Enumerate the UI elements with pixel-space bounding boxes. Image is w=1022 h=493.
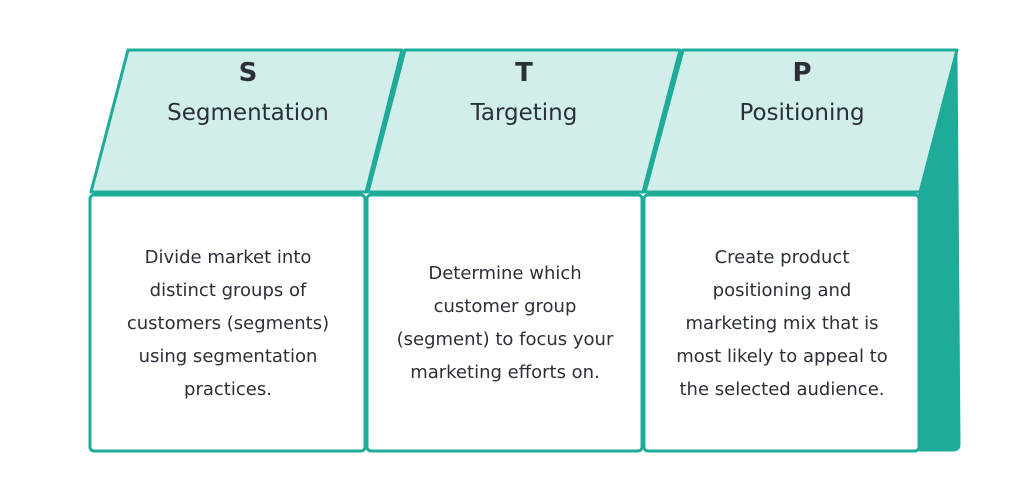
header-shape-p	[643, 48, 959, 194]
targeting-description: Determine which customer group (segment)…	[396, 263, 614, 383]
positioning-description-box: Create product positioning and marketing…	[669, 196, 895, 450]
targeting-description-box: Determine which customer group (segment)…	[395, 196, 615, 450]
segmentation-letter: S	[238, 58, 258, 88]
segmentation-title: Segmentation	[167, 100, 329, 126]
segmentation-description: Divide market into distinct groups of cu…	[126, 246, 330, 400]
targeting-letter: T	[515, 58, 533, 88]
header-shape-t	[366, 48, 682, 194]
positioning-header: P Positioning	[677, 58, 927, 128]
segmentation-description-box: Divide market into distinct groups of cu…	[118, 196, 338, 450]
positioning-letter: P	[792, 58, 812, 88]
targeting-header: T Targeting	[399, 58, 649, 128]
header-shape-s	[89, 48, 404, 194]
segmentation-header: S Segmentation	[123, 58, 373, 128]
targeting-title: Targeting	[470, 100, 578, 126]
body-box-p	[642, 193, 921, 453]
positioning-title: Positioning	[739, 100, 865, 126]
positioning-description: Create product positioning and marketing…	[676, 246, 888, 400]
body-box-s	[88, 193, 367, 453]
side-face	[918, 52, 961, 452]
body-box-t	[365, 193, 644, 453]
